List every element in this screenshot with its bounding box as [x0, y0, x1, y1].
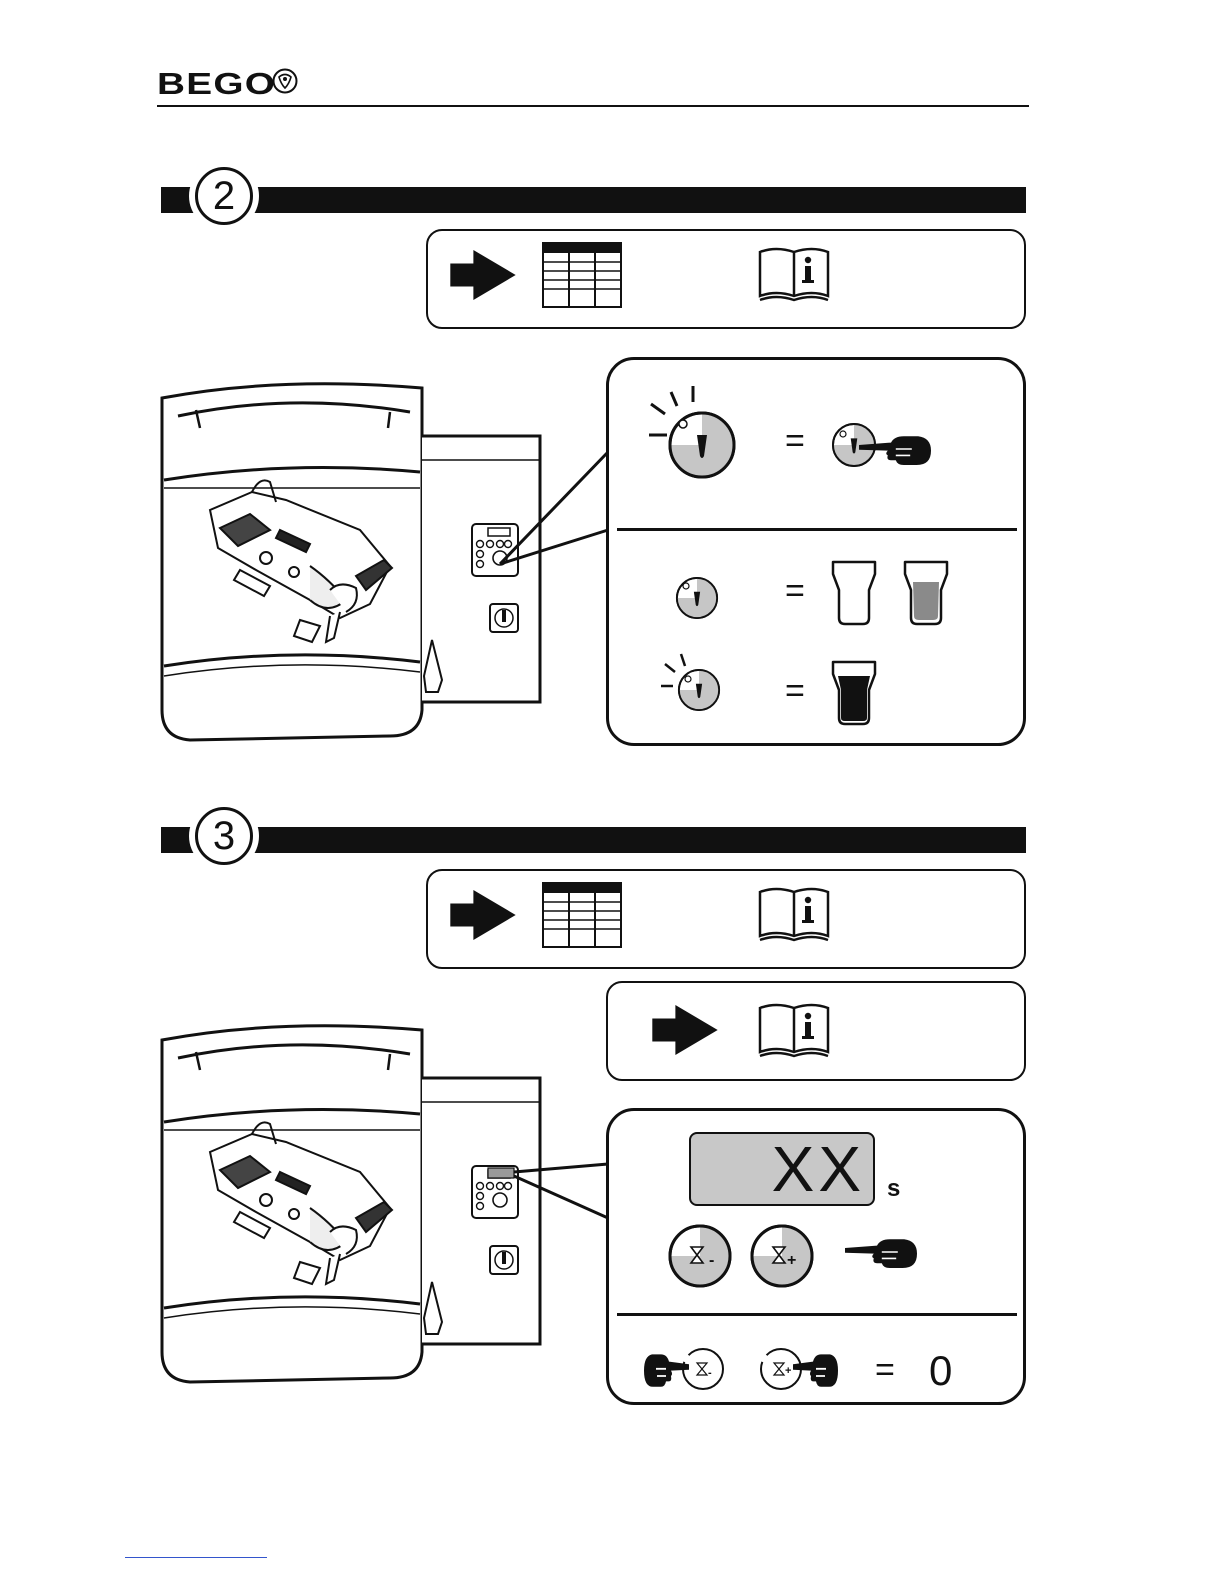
pointing-hand-icon	[845, 1229, 917, 1275]
svg-text:+: +	[785, 1365, 791, 1377]
panel-divider	[617, 1313, 1017, 1316]
hand-on-timer-plus-icon: +	[759, 1345, 845, 1393]
step-3-timer-panel: XX s - + - + = 0	[606, 1108, 1026, 1405]
equals-sign: =	[875, 1351, 895, 1390]
footer-link-rule	[125, 1557, 267, 1558]
hand-on-timer-minus-icon: -	[645, 1345, 723, 1393]
reset-result-value: 0	[929, 1347, 952, 1395]
timer-plus-button-icon[interactable]: +	[749, 1223, 815, 1289]
svg-text:-: -	[708, 1367, 712, 1379]
timer-display: XX	[689, 1132, 875, 1206]
timer-unit: s	[887, 1175, 900, 1203]
svg-text:+: +	[787, 1252, 796, 1269]
timer-minus-button-icon[interactable]: -	[667, 1223, 733, 1289]
svg-text:-: -	[709, 1252, 714, 1269]
